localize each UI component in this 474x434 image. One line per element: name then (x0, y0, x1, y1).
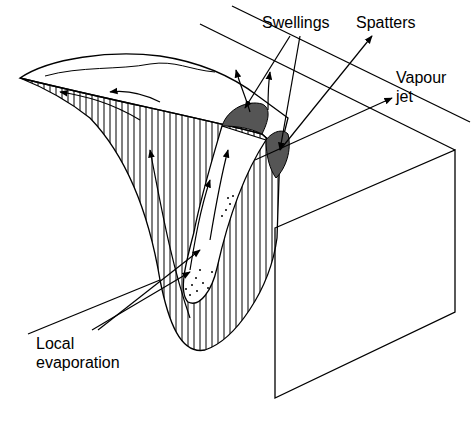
callout-label: Local evaporation (36, 334, 132, 372)
callout-label: Spatters (356, 13, 456, 32)
keyhole (183, 126, 266, 303)
flow-arrow (60, 70, 270, 318)
swelling (266, 131, 289, 178)
surface-ripple (45, 63, 215, 76)
evaporation-dots (185, 195, 234, 296)
leader-line (92, 36, 392, 330)
melt-pool-section (20, 78, 280, 350)
callout-label: Swellings (262, 13, 372, 32)
callout-label: Vapour jet (396, 68, 458, 106)
